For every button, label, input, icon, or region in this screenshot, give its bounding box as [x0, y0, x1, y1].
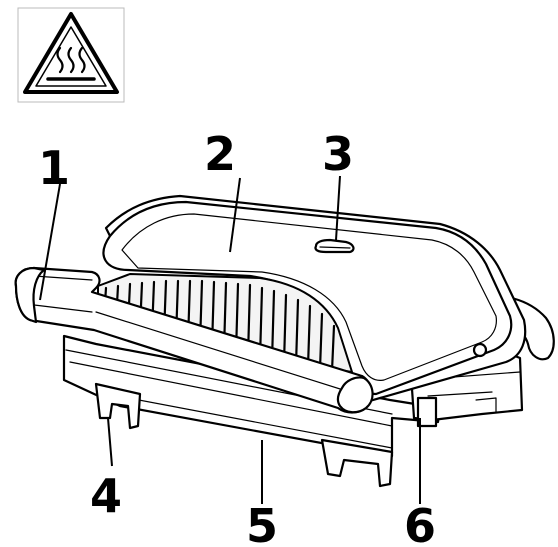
callout-5: 5: [246, 499, 278, 547]
front-left-foot: [94, 382, 142, 430]
hot-surface-warning-icon: [17, 7, 125, 103]
front-right-foot: [320, 438, 394, 488]
callout-3: 3: [322, 127, 354, 181]
callout-4: 4: [90, 469, 122, 523]
callout-2: 2: [204, 127, 236, 181]
upper-lid: [102, 200, 513, 396]
grill-illustration: [14, 194, 555, 488]
callout-labels: 1 2 3 4 5 6: [38, 127, 436, 547]
leader-lines: [39, 175, 421, 504]
indicator-light: [314, 238, 355, 254]
callout-1: 1: [38, 141, 70, 195]
callout-6: 6: [404, 499, 436, 547]
